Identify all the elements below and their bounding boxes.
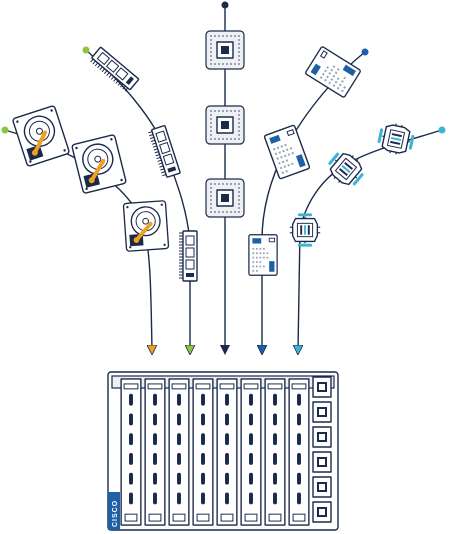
- memory-flow-origin-dot: [82, 46, 90, 54]
- connector-module-icon: [375, 120, 417, 158]
- io-card-flow-line: [262, 51, 366, 350]
- blade-slot: [192, 378, 214, 526]
- blade-slot: [120, 378, 142, 526]
- hard-drive-icon: [70, 133, 128, 195]
- blade-slot: [144, 378, 166, 526]
- side-bay: [312, 401, 332, 423]
- cpu-chip-icon: [205, 105, 245, 145]
- hard-drive-icon: [11, 104, 71, 168]
- blade-slot: [264, 378, 286, 526]
- hard-drive-group: [11, 104, 168, 252]
- memory-module-icon: [88, 46, 140, 94]
- memory-module-icon: [147, 124, 181, 180]
- cpu-flow-origin-dot: [221, 1, 229, 9]
- brand-label: CISCO: [112, 500, 119, 527]
- interconnect-group: [287, 120, 417, 248]
- side-bay: [312, 426, 332, 448]
- interconnect-flow-line: [298, 129, 443, 350]
- brand-strip: [108, 492, 120, 530]
- memory-flow-line: [85, 49, 190, 350]
- drive-flow-origin-dot: [1, 126, 9, 134]
- memory-module-icon: [178, 230, 198, 282]
- circuit-board-icon: [304, 45, 362, 99]
- side-bay: [312, 476, 332, 498]
- interconnect-flow-origin-dot: [438, 126, 446, 134]
- cpu-chip-group: [205, 30, 245, 218]
- hard-drive-icon: [123, 201, 168, 252]
- connector-module-icon: [287, 212, 323, 248]
- io-card-flow-origin-dot: [361, 48, 369, 56]
- blade-slot: [168, 378, 190, 526]
- side-bay: [312, 451, 332, 473]
- side-bay: [312, 376, 332, 398]
- connector-module-icon: [321, 144, 371, 194]
- blade-slot: [216, 378, 238, 526]
- side-bay: [312, 501, 332, 523]
- circuit-board-icon: [263, 124, 311, 180]
- cpu-chip-icon: [205, 178, 245, 218]
- cpu-chip-icon: [205, 30, 245, 70]
- server-chassis-icon: CISCO: [107, 371, 339, 531]
- blade-slot: [240, 378, 262, 526]
- blade-slot: [288, 378, 310, 526]
- circuit-board-icon: [248, 234, 278, 276]
